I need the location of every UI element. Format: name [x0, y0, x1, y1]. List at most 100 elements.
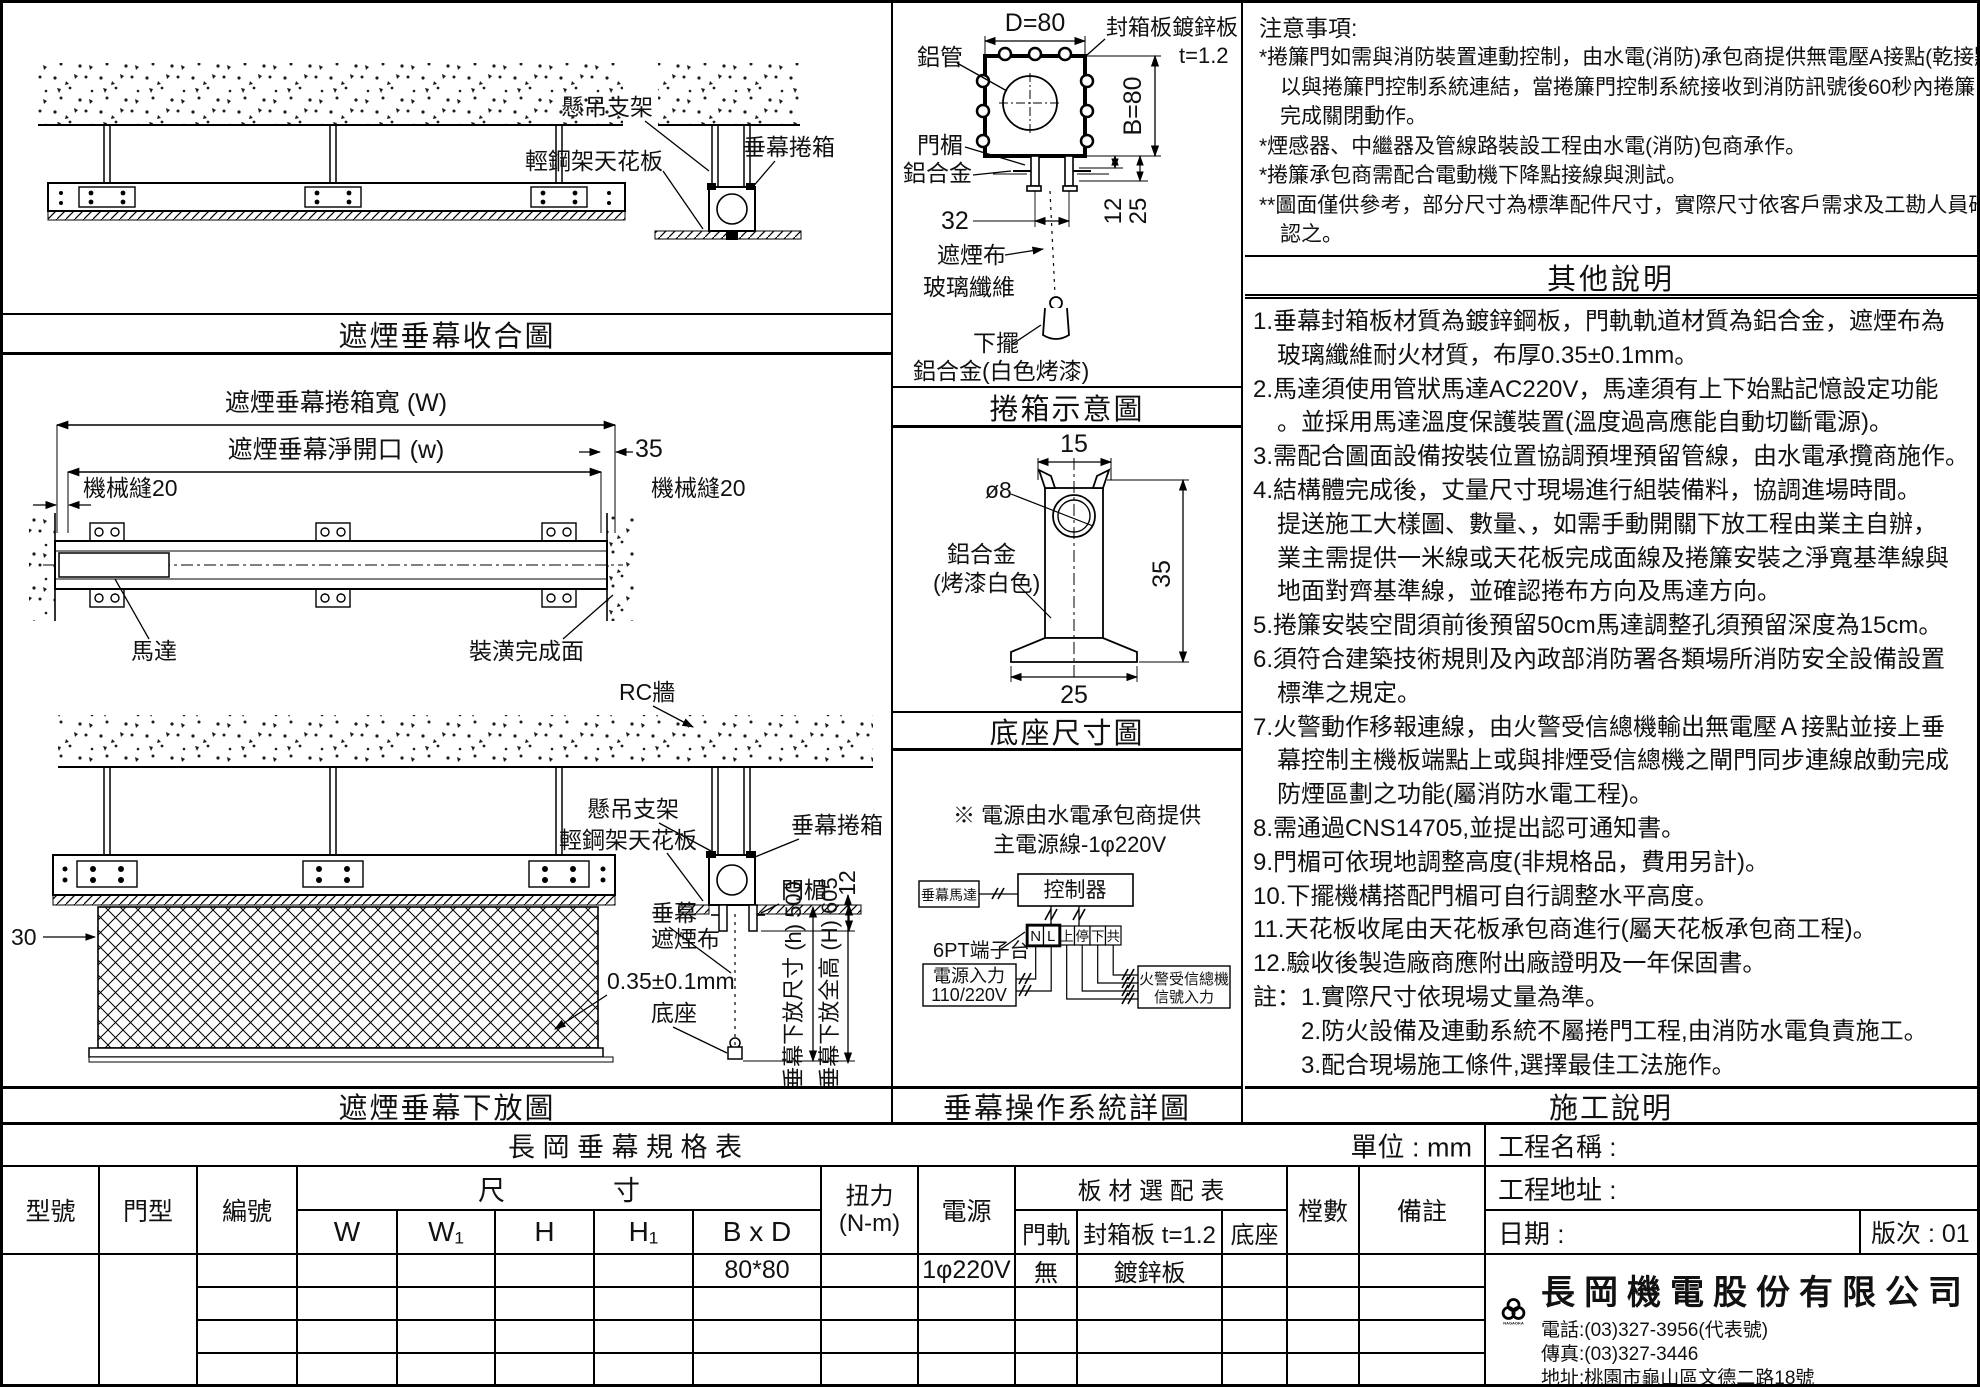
other-line: 標準之規定。	[1253, 679, 1421, 707]
title-deployed: 遮煙垂幕下放圖	[3, 1086, 893, 1125]
other-line: 幕控制主機板端點上或與排煙受信總機之閘門同步連線啟動完成	[1253, 747, 1949, 775]
other-line: 4.結構體完成後，丈量尺寸現場進行組裝備料，協調進場時間。	[1253, 476, 1922, 504]
col-plate-group: 板 材 選 配 表	[1016, 1167, 1286, 1209]
gap-left: 機械縫20	[83, 475, 178, 501]
spec-table: 長 岡 垂 幕 規 格 表 單位 : mm 工程名稱 : 型號 門型 編號 尺 …	[3, 1122, 1977, 1384]
operation-diagram: ※ 電源由水電承包商提供 主電源線-1φ220V 控制器 垂幕馬達 N L 上 …	[918, 803, 1231, 1009]
cell-rail-value: 無	[1016, 1255, 1076, 1286]
deployed-drawing: 遮煙垂幕捲箱寬 (W) 遮煙垂幕淨開口 (w) 35 機械縫20 機械縫20	[11, 389, 883, 1089]
spec-table-title-cell: 長 岡 垂 幕 規 格 表 單位 : mm	[3, 1125, 1484, 1165]
other-line: 地面對齊基準線，並確認捲布方向及馬達方向。	[1253, 578, 1781, 606]
spec-cell	[822, 1255, 917, 1286]
notes-box: 注意事項: *捲簾門如需與消防裝置連動控制，由水電(消防)承包商提供無電壓A接點…	[1245, 3, 1977, 257]
dim-30: 30	[11, 924, 37, 950]
power-input-1: 電源入力	[933, 966, 1005, 986]
dim-b80: B=80	[1119, 76, 1147, 135]
dim-12: 12	[1100, 198, 1127, 225]
spec-cell	[496, 1321, 593, 1352]
terminal-down: 下	[1091, 929, 1105, 944]
spec-cell	[1288, 1288, 1358, 1319]
base-drawing: 15 ø8 鋁合金 (烤漆白色) 35	[933, 430, 1189, 709]
fire-panel-2: 信號入力	[1154, 989, 1214, 1006]
col-remark: 備註	[1360, 1167, 1484, 1253]
spec-cell	[198, 1255, 296, 1286]
spec-cell	[1078, 1321, 1221, 1352]
spec-cell	[1223, 1288, 1286, 1319]
spec-cell	[595, 1321, 692, 1352]
notes-title: 注意事項:	[1259, 15, 1358, 41]
other-line: 12.驗收後製造廠商應附出廠證明及一年保固書。	[1253, 950, 1767, 978]
other-line: 9.門楣可依現地調整高度(非規格品，費用另計)。	[1253, 848, 1769, 876]
spec-cell	[198, 1288, 296, 1319]
motor-shape	[58, 552, 170, 578]
spec-cell	[822, 1288, 917, 1319]
spec-cell	[1360, 1288, 1484, 1319]
company-block: NAGAOKA 長岡機電股份有限公司 電話:(03)327-3956(代表號) …	[1486, 1255, 1977, 1384]
hem-shape	[1042, 307, 1070, 340]
spec-cell	[398, 1288, 494, 1319]
other-line: 1.垂幕封箱板材質為鍍鋅鋼板，門軌軌道材質為鋁合金，遮煙布為	[1253, 308, 1946, 335]
note-line: *煙感器、中繼器及管線路裝設工程由水電(消防)包商承作。	[1259, 134, 1807, 158]
dim-total-h: 垂幕下放全高 (H) 605	[817, 877, 842, 1086]
hanger-rods	[103, 125, 751, 187]
label-alu: 鋁合金	[947, 541, 1016, 567]
section-rollbox: D=80 封箱板鍍鋅板 t=1.2 鋁管 B=80	[893, 3, 1243, 386]
dim-25: 25	[1125, 198, 1152, 225]
spec-cell	[694, 1288, 820, 1319]
spec-cell	[298, 1321, 396, 1352]
col-w1: W₁	[398, 1211, 494, 1253]
col-w: W	[298, 1211, 396, 1253]
col-rail: 門軌	[1016, 1211, 1076, 1253]
col-qty: 樘數	[1288, 1167, 1358, 1253]
label-ceiling: 輕鋼架天花板	[525, 148, 663, 174]
gap-right: 機械縫20	[651, 475, 746, 501]
label-finish-surface: 裝潢完成面	[469, 638, 584, 664]
col-door-type: 門型	[100, 1167, 196, 1253]
spec-cell	[1223, 1354, 1286, 1384]
spec-cell	[298, 1354, 396, 1384]
label-coating: (烤漆白色)	[933, 570, 1040, 596]
nagaoka-logo: NAGAOKA	[1501, 1298, 1526, 1326]
label-hanger: 懸吊支架	[561, 94, 653, 120]
spec-cell	[1288, 1321, 1358, 1352]
terminal-l: L	[1047, 928, 1055, 945]
other-line: 註：1.實際尺寸依現場丈量為準。	[1253, 983, 1610, 1011]
dim-drop-h: 垂幕下放尺寸 (h) 500	[781, 881, 806, 1086]
dim-35: 35	[1148, 560, 1176, 588]
spec-cell	[1288, 1354, 1358, 1384]
spec-cell	[496, 1354, 593, 1384]
base-shape	[727, 1046, 743, 1060]
logo-text: NAGAOKA	[1503, 1321, 1524, 1326]
dim-25: 25	[1060, 681, 1088, 709]
other-line: 5.捲簾安裝空間須前後預留50cm馬達調整孔須預留深度為15cm。	[1253, 612, 1943, 640]
title-retracted: 遮煙垂幕收合圖	[3, 313, 893, 355]
date-field: 日期 :	[1486, 1211, 1859, 1253]
rollbox-drawing: D=80 封箱板鍍鋅板 t=1.2 鋁管 B=80	[903, 9, 1238, 384]
other-line: 7.火警動作移報連線，由火警受信總機輸出無電壓Ａ接點並接上垂	[1253, 713, 1946, 741]
title-construction: 施工說明	[1245, 1086, 1977, 1125]
label-hem: 下擺	[973, 330, 1019, 356]
title-rollbox: 捲箱示意圖	[893, 386, 1243, 428]
section-operation: ※ 電源由水電承包商提供 主電源線-1φ220V 控制器 垂幕馬達 N L 上 …	[893, 751, 1243, 1086]
spec-cell	[496, 1255, 593, 1286]
cell-power-value: 1φ220V	[919, 1255, 1014, 1286]
unit-label: 單位 : mm	[1350, 1132, 1473, 1163]
other-line: 2.防火設備及連動系統不屬捲門工程,由消防水電負責施工。	[1253, 1017, 1928, 1045]
label-curtain-box: 垂幕捲箱	[743, 134, 835, 160]
spec-cell	[919, 1288, 1014, 1319]
col-power: 電源	[919, 1167, 1014, 1253]
other-line: 玻璃纖維耐火材質，布厚0.35±0.1mm。	[1253, 341, 1699, 369]
ceiling-hatch-strip	[47, 210, 626, 221]
label-alu: 鋁合金	[903, 160, 972, 186]
note-line: *捲簾門如需與消防裝置連動控制，由水電(消防)承包商提供無電壓A接點(乾接點)，	[1259, 46, 1980, 69]
dim-12: 12	[834, 870, 860, 896]
col-h1: H₁	[595, 1211, 692, 1253]
label-dia8: ø8	[985, 477, 1012, 503]
version-field: 版次 : 01	[1861, 1211, 1977, 1253]
other-line: 防煙區劃之功能(屬消防水電工程)。	[1253, 781, 1653, 809]
section-deployed: 遮煙垂幕捲箱寬 (W) 遮煙垂幕淨開口 (w) 35 機械縫20 機械縫20	[3, 355, 893, 1089]
cell-seal-value: 鍍鋅板	[1078, 1255, 1221, 1286]
spec-cell	[595, 1354, 692, 1384]
col-number: 編號	[198, 1167, 296, 1253]
